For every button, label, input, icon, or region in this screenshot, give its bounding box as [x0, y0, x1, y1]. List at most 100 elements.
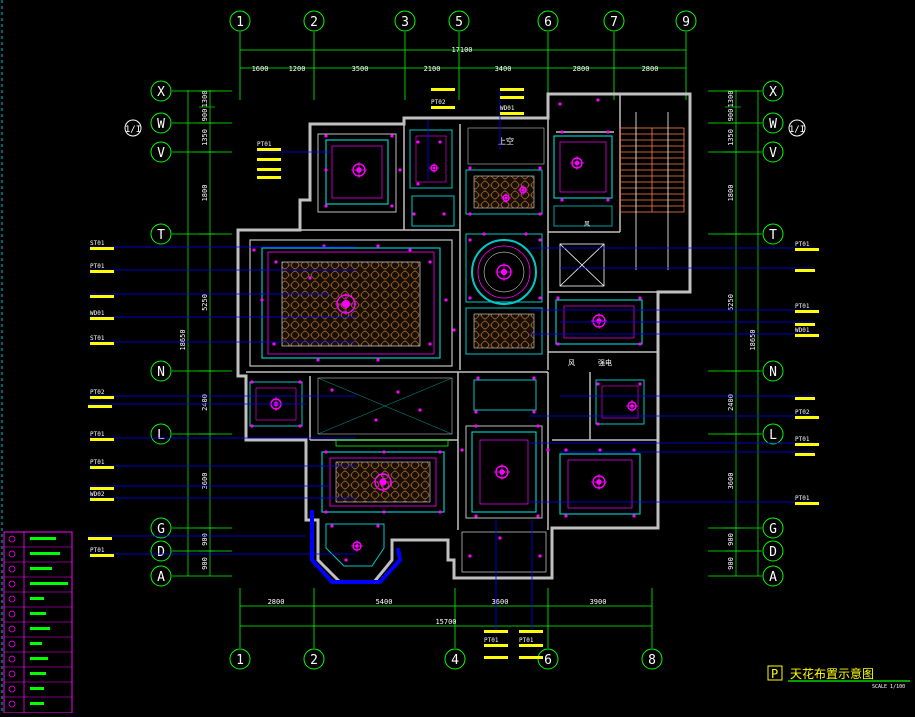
material-tag-code: PT01	[90, 459, 105, 466]
legend-text-bar	[30, 567, 52, 570]
material-tag-code: WD01	[795, 327, 810, 334]
legend-symbol	[8, 670, 16, 678]
downlight	[564, 514, 568, 518]
downlight	[452, 328, 456, 332]
downlight	[538, 238, 542, 242]
axis-bubble-right: X	[762, 80, 784, 102]
legend-row	[8, 550, 60, 558]
downlight	[416, 182, 420, 186]
axis-bubble-right: D	[762, 540, 784, 562]
vertical-dim: 900	[727, 557, 735, 570]
legend-symbol	[8, 580, 16, 588]
tag-note-bar	[795, 334, 819, 337]
vertical-dim: 2400	[201, 394, 209, 411]
material-tag-code: PT01	[795, 241, 810, 248]
legend-text-bar	[30, 552, 60, 555]
chandelier	[501, 193, 511, 203]
downlight	[324, 168, 328, 172]
tag-note-bar	[90, 317, 114, 320]
axis-bubble-left: D	[150, 540, 172, 562]
downlight	[638, 296, 642, 300]
downlight	[476, 376, 480, 380]
axis-bubble-right: A	[762, 565, 784, 587]
axis-bubble-top-label: 3	[401, 15, 409, 30]
downlight	[632, 514, 636, 518]
material-tag: PT02	[90, 389, 114, 399]
axis-bubble-left-label: G	[157, 522, 165, 537]
legend-symbol	[8, 550, 16, 558]
tag-note-bar	[795, 416, 819, 419]
axis-bubble-right-label: G	[769, 522, 777, 537]
tag-note-bar	[257, 148, 281, 151]
downlight	[536, 514, 540, 518]
axis-bubble-bottom-label: 4	[451, 653, 459, 668]
downlight	[382, 450, 386, 454]
foyer-ceiling-border	[465, 169, 543, 215]
vertical-dim: 5250	[727, 294, 735, 311]
chandelier	[429, 163, 439, 173]
vertical-dim: 1350	[727, 129, 735, 146]
axis-bubble-right-label: A	[769, 570, 777, 585]
bottom-dim: 3900	[590, 598, 607, 606]
dimension-lines	[187, 49, 759, 627]
legend-row	[8, 580, 68, 588]
legend-symbol	[8, 565, 16, 573]
top-dim: 3400	[495, 65, 512, 73]
downlight	[408, 248, 412, 252]
material-tag: PT01	[90, 547, 114, 557]
legend-symbol	[8, 610, 16, 618]
downlight	[298, 380, 302, 384]
material-tag: ST01	[90, 335, 114, 345]
axis-bubble-top-label: 6	[544, 15, 552, 30]
material-tag-code: PT01	[90, 431, 105, 438]
material-tag-code: PT01	[484, 637, 499, 644]
downlight	[418, 408, 422, 412]
void-frame	[467, 127, 545, 165]
downlight	[330, 388, 334, 392]
material-tag: PT01	[484, 637, 508, 647]
downlight	[316, 358, 320, 362]
chandelier	[570, 156, 584, 170]
downlight	[468, 212, 472, 216]
tag-note-bar	[257, 168, 281, 171]
tag-note-bar	[795, 443, 819, 446]
downlight	[396, 390, 400, 394]
entry-frame	[461, 531, 547, 573]
downlight	[460, 448, 464, 452]
chandelier	[518, 185, 528, 195]
downlight	[560, 198, 564, 202]
downlight	[344, 558, 348, 562]
legend-symbol	[8, 625, 16, 633]
material-tag-code: ST01	[90, 240, 105, 247]
material-tag: PT01	[90, 431, 114, 441]
axis-bubble-bottom-label: 6	[544, 653, 552, 668]
material-tag: WD02	[90, 491, 114, 501]
bedroom-ne-ceiling	[553, 135, 613, 199]
cabinet-strip	[335, 439, 449, 447]
downlight	[442, 212, 446, 216]
legend-text-bar	[30, 687, 44, 690]
material-tag: PT02	[431, 99, 455, 109]
downlight	[390, 134, 394, 138]
downlight	[438, 510, 442, 514]
downlight	[376, 244, 380, 248]
axis-bubble-right: G	[762, 517, 784, 539]
tag-note-bar	[431, 88, 455, 91]
material-tag: WD01	[500, 105, 524, 115]
axis-bubble-right: T	[762, 223, 784, 245]
legend-text-bar	[30, 612, 46, 615]
chandelier	[494, 464, 510, 480]
bath-ceiling	[411, 195, 455, 227]
axis-bubble-right-label: D	[769, 545, 777, 560]
material-tag: PT01	[519, 637, 543, 647]
legend-row	[8, 565, 52, 573]
legend-text-bar	[30, 537, 56, 540]
bedroom-se-trim	[567, 459, 633, 509]
vertical-dim: 1800	[727, 185, 735, 202]
tag-note-bar	[257, 176, 281, 179]
section-mark: 1/I	[788, 119, 806, 137]
material-tag-code: PT02	[795, 409, 810, 416]
downlight	[382, 510, 386, 514]
downlight	[468, 296, 472, 300]
